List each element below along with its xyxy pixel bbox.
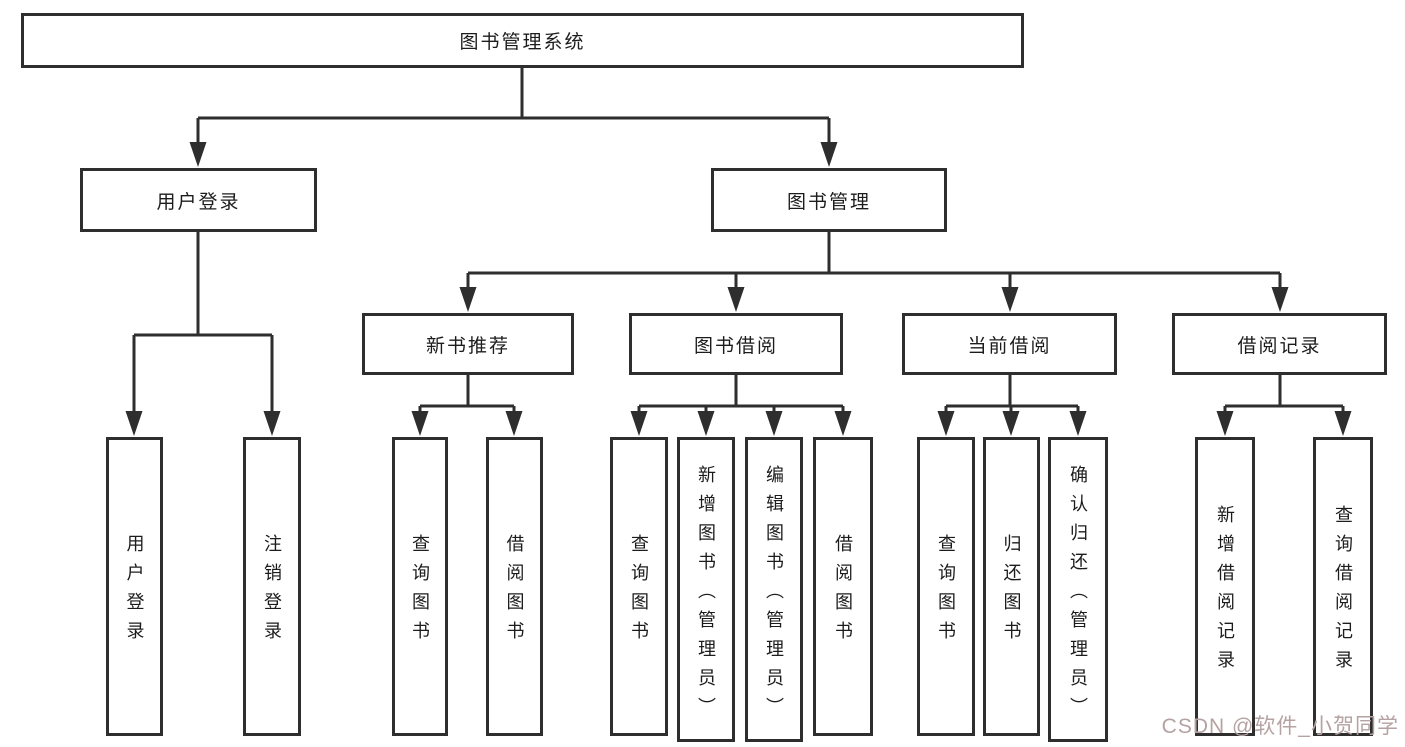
leaf-borrow-edit-label: 编辑图书（管理员）: [764, 464, 784, 726]
arrowhead-icon: [189, 142, 207, 167]
leaf-borrow-borrow: 借阅图书: [813, 437, 873, 736]
node-book-borrow-label: 图书借阅: [693, 335, 778, 357]
arrowhead-icon: [697, 411, 715, 436]
arrowhead-icon: [411, 411, 429, 436]
node-borrow-record: 借阅记录: [1172, 313, 1387, 375]
leaf-current-query: 查询图书: [917, 437, 975, 736]
arrowhead-icon: [820, 142, 838, 167]
leaf-current-query-label: 查询图书: [936, 534, 956, 650]
leaf-current-return-label: 归还图书: [1001, 534, 1022, 650]
leaf-borrow-add-label: 新增图书（管理员）: [696, 464, 716, 726]
node-root: 图书管理系统: [21, 13, 1024, 68]
node-new-book-rec: 新书推荐: [362, 313, 574, 375]
arrowhead-icon: [1001, 287, 1019, 312]
leaf-current-confirm: 确认归还（管理员）: [1048, 437, 1108, 742]
leaf-user-login-label: 用户登录: [124, 534, 145, 650]
arrowhead-icon: [459, 287, 477, 312]
leaf-record-add: 新增借阅记录: [1195, 437, 1255, 736]
leaf-logout: 注销登录: [243, 437, 301, 736]
leaf-newbook-query-label: 查询图书: [410, 534, 430, 650]
arrowhead-icon: [630, 411, 648, 436]
arrowhead-icon: [727, 287, 745, 312]
leaf-borrow-edit: 编辑图书（管理员）: [745, 437, 803, 742]
arrowhead-icon: [834, 411, 852, 436]
leaf-record-add-label: 新增借阅记录: [1215, 505, 1235, 679]
arrowhead-icon: [1334, 411, 1352, 436]
leaf-borrow-query: 查询图书: [610, 437, 668, 736]
arrowhead-icon: [1002, 411, 1020, 436]
arrowhead-icon: [1069, 411, 1087, 436]
arrowhead-icon: [1271, 287, 1289, 312]
node-current-borrow: 当前借阅: [902, 313, 1117, 375]
leaf-borrow-query-label: 查询图书: [629, 534, 649, 650]
leaf-current-return: 归还图书: [983, 437, 1040, 736]
watermark: CSDN @软件_小贺同学: [1161, 715, 1399, 738]
arrowhead-icon: [937, 411, 955, 436]
node-borrow-record-label: 借阅记录: [1237, 335, 1322, 357]
node-current-borrow-label: 当前借阅: [967, 335, 1052, 357]
arrowhead-icon: [125, 411, 143, 436]
arrowhead-icon: [1216, 411, 1234, 436]
leaf-newbook-borrow: 借阅图书: [486, 437, 543, 736]
leaf-logout-label: 注销登录: [262, 534, 282, 650]
node-book-management: 图书管理: [711, 168, 947, 232]
node-new-book-rec-label: 新书推荐: [425, 335, 510, 357]
node-book-borrow: 图书借阅: [629, 313, 843, 375]
leaf-newbook-borrow-label: 借阅图书: [504, 534, 525, 650]
arrowhead-icon: [765, 411, 783, 436]
node-user-login: 用户登录: [80, 168, 317, 232]
arrowhead-icon: [505, 411, 523, 436]
arrowhead-icon: [263, 411, 281, 436]
node-root-label: 图书管理系统: [459, 32, 586, 53]
leaf-user-login: 用户登录: [106, 437, 163, 736]
node-book-management-label: 图书管理: [786, 191, 871, 213]
node-user-login-label: 用户登录: [156, 191, 241, 213]
leaf-borrow-borrow-label: 借阅图书: [833, 534, 853, 650]
leaf-current-confirm-label: 确认归还（管理员）: [1068, 464, 1088, 726]
leaf-record-query-label: 查询借阅记录: [1333, 505, 1353, 679]
leaf-record-query: 查询借阅记录: [1313, 437, 1373, 736]
leaf-borrow-add: 新增图书（管理员）: [677, 437, 735, 742]
leaf-newbook-query: 查询图书: [392, 437, 448, 736]
